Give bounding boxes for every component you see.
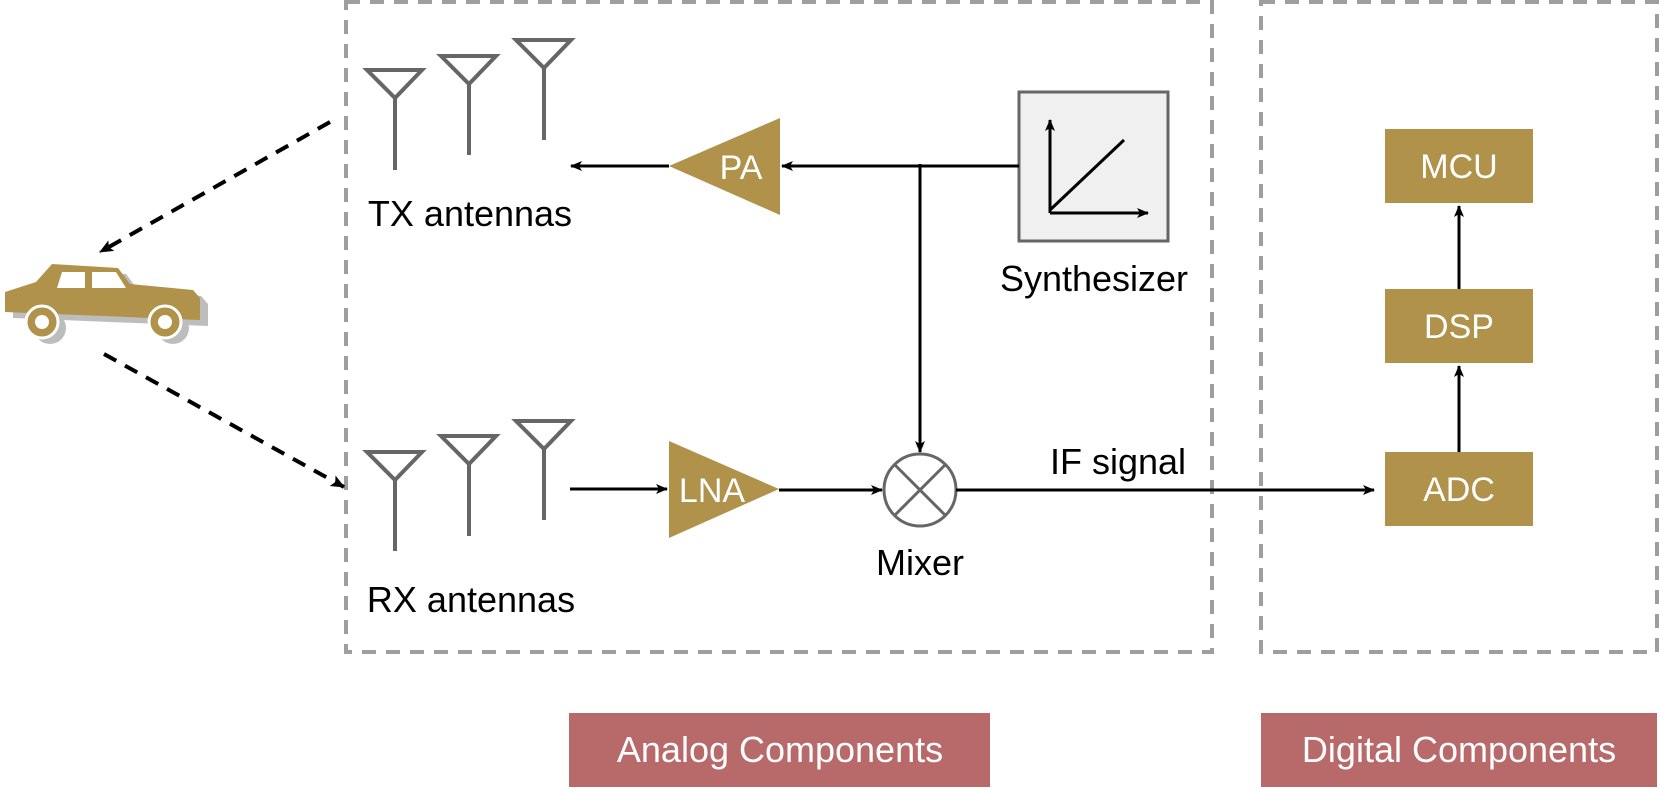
digital-group-border <box>1259 0 1659 654</box>
adc-label: ADC <box>1423 471 1495 509</box>
synthesizer-block <box>1017 90 1170 243</box>
lna-label: LNA <box>679 472 745 510</box>
pa-label: PA <box>720 149 763 187</box>
if-signal-label: IF signal <box>1050 441 1186 482</box>
car-icon <box>5 264 208 344</box>
antenna-icon <box>436 434 501 536</box>
antenna-icon <box>436 54 501 155</box>
mcu-block <box>1385 129 1533 203</box>
tx-antennas-label: TX antennas <box>368 193 572 234</box>
analog-group-border <box>344 0 1214 654</box>
antenna-icon <box>511 38 576 140</box>
mixer-icon <box>882 452 958 528</box>
dsp-block <box>1385 289 1533 363</box>
lna-amplifier <box>669 441 779 538</box>
pa-amplifier <box>669 118 780 215</box>
mixer-label: Mixer <box>876 542 964 583</box>
digital-components-legend <box>1261 713 1657 787</box>
digital-components-legend-label: Digital Components <box>1302 729 1616 770</box>
tx-antenna-array <box>362 38 576 170</box>
antenna-icon <box>362 450 427 551</box>
antenna-icon <box>511 419 576 520</box>
dsp-label: DSP <box>1424 308 1494 346</box>
antenna-icon <box>362 68 427 170</box>
tx-to-car-dashed-arrow <box>99 120 331 254</box>
ramp-chart-icon <box>1045 119 1149 218</box>
mcu-label: MCU <box>1420 148 1497 186</box>
synthesizer-label: Synthesizer <box>1000 258 1188 299</box>
adc-block <box>1385 452 1533 526</box>
analog-components-legend-label: Analog Components <box>617 729 943 770</box>
car-to-rx-dashed-arrow <box>103 352 345 489</box>
rx-antenna-array <box>362 419 576 551</box>
rx-antennas-label: RX antennas <box>367 579 575 620</box>
analog-components-legend <box>569 713 990 787</box>
